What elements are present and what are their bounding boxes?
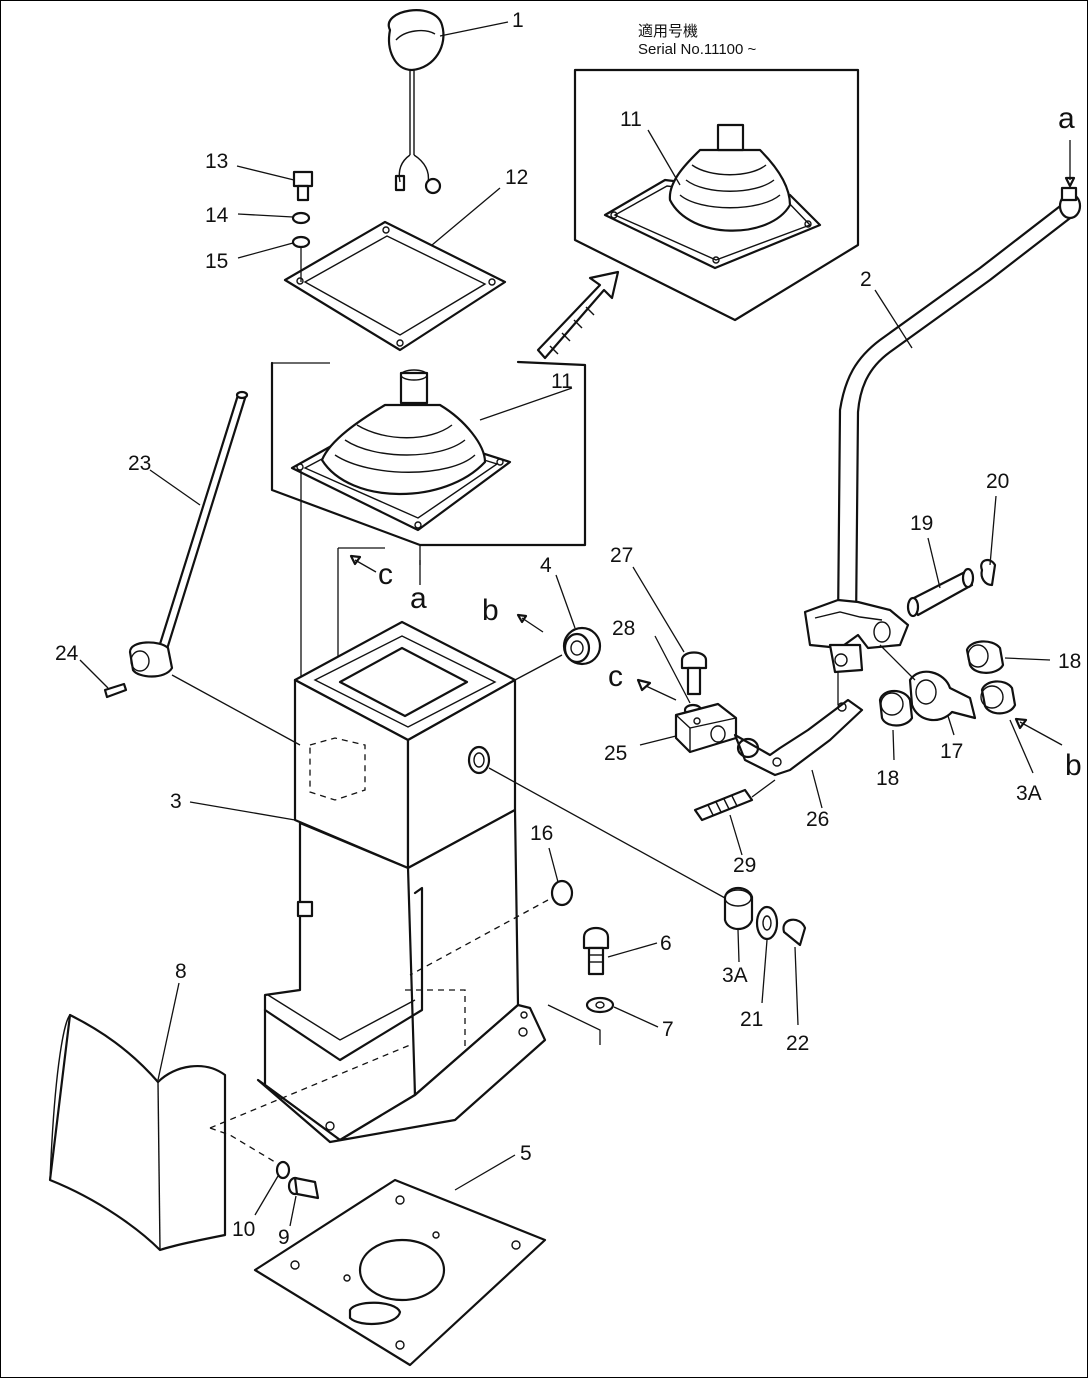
label-part-4: 4 xyxy=(540,554,552,577)
part-20-clip xyxy=(980,558,997,587)
part-24-pin xyxy=(103,682,128,699)
supersede-arrow xyxy=(536,270,620,360)
part-8-cover xyxy=(48,1013,227,1252)
part-12-gasket xyxy=(283,220,507,352)
label-part-15: 15 xyxy=(205,250,228,273)
label-part-22: 22 xyxy=(786,1032,809,1055)
label-part-3a-right: 3A xyxy=(1016,782,1042,805)
label-part-19: 19 xyxy=(910,512,933,535)
part-3-console xyxy=(256,620,547,1144)
part-5-plate xyxy=(253,1178,547,1367)
part-23-lever xyxy=(128,390,249,678)
label-part-21: 21 xyxy=(740,1008,763,1031)
part-19-pin xyxy=(906,567,975,618)
label-part-28: 28 xyxy=(612,617,635,640)
callout-labels: 適用号機 Serial No.11100 ~ 1 2 3 3A 3A 4 5 6… xyxy=(55,9,1082,1249)
label-part-5: 5 xyxy=(520,1142,532,1165)
label-part-16: 16 xyxy=(530,822,553,845)
part-21-washer xyxy=(755,905,779,941)
ref-b-right: b xyxy=(1065,749,1082,782)
part-13-bolt xyxy=(292,170,314,202)
part-11-boot xyxy=(290,369,512,532)
label-part-2: 2 xyxy=(860,268,872,291)
label-part-26: 26 xyxy=(806,808,829,831)
label-part-18-lower: 18 xyxy=(876,767,899,790)
label-part-10: 10 xyxy=(232,1218,255,1241)
label-part-24: 24 xyxy=(55,642,79,665)
part-4-bushing xyxy=(562,626,602,666)
part-17-fitting xyxy=(879,644,977,722)
label-part-6: 6 xyxy=(660,932,672,955)
part-2-shift-lever xyxy=(803,186,1082,705)
label-part-9: 9 xyxy=(278,1226,290,1249)
ref-c-mid: c xyxy=(608,660,623,693)
part-10-washer xyxy=(275,1160,291,1180)
serial-inset xyxy=(573,68,860,322)
label-part-14: 14 xyxy=(205,204,229,227)
part-16-bushing xyxy=(550,879,574,907)
label-part-13: 13 xyxy=(205,150,228,173)
part-1-knob xyxy=(387,9,445,195)
label-part-1: 1 xyxy=(512,9,524,32)
part-22-clip xyxy=(782,918,807,947)
label-part-27: 27 xyxy=(610,544,633,567)
part-6-bolt xyxy=(582,926,610,976)
label-part-3: 3 xyxy=(170,790,182,813)
label-part-23: 23 xyxy=(128,452,151,475)
part-3a-bushing-right xyxy=(980,680,1017,715)
label-part-17: 17 xyxy=(940,740,963,763)
label-part-12: 12 xyxy=(505,166,528,189)
serial-note-line2: Serial No.11100 ~ xyxy=(638,41,757,58)
ref-a-mid: a xyxy=(410,582,427,615)
label-part-29: 29 xyxy=(733,854,756,877)
label-part-3a-lower: 3A xyxy=(722,964,748,987)
part-29-spring xyxy=(693,779,776,822)
detail-frame xyxy=(270,360,587,547)
label-part-25: 25 xyxy=(604,742,627,765)
ref-a-top: a xyxy=(1058,102,1075,135)
part-15-washer xyxy=(291,235,311,249)
part-18-bushing-lower xyxy=(878,689,914,727)
part-14-washer xyxy=(291,211,311,225)
label-part-11: 11 xyxy=(551,370,573,393)
part-3a-bushing-lower xyxy=(723,886,754,931)
part-18-bushing-upper xyxy=(965,640,1005,674)
label-part-11-inset: 11 xyxy=(620,108,642,131)
label-part-7: 7 xyxy=(662,1018,674,1041)
part-27-bolt xyxy=(680,651,708,696)
label-part-18-right: 18 xyxy=(1058,650,1081,673)
label-part-20: 20 xyxy=(986,470,1009,493)
leader-lines xyxy=(79,21,1051,1227)
serial-note-line1: 適用号機 xyxy=(638,22,698,40)
part-26-link xyxy=(733,698,864,777)
label-part-8: 8 xyxy=(175,960,187,983)
ref-c-left: c xyxy=(378,558,393,591)
part-7-washer xyxy=(585,996,615,1014)
part-25-block xyxy=(674,702,738,754)
part-9-bolt xyxy=(287,1176,320,1200)
ref-b-left: b xyxy=(482,594,499,627)
